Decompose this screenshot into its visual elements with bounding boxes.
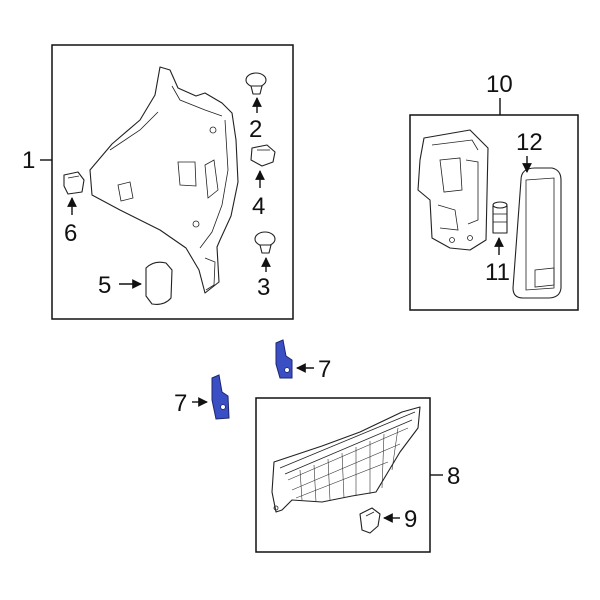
quarter-trim-panel[interactable]: [89, 66, 239, 294]
callout-5[interactable]: 5: [98, 272, 111, 299]
group-1-frame: [40, 44, 294, 320]
callout-12[interactable]: 12: [516, 129, 543, 156]
sill-plate-part-8[interactable]: [271, 406, 421, 513]
callout-7b[interactable]: 7: [174, 390, 187, 417]
clip-part-9[interactable]: [359, 507, 381, 534]
callout-8[interactable]: 8: [447, 463, 460, 490]
lid-part-12[interactable]: [512, 167, 562, 299]
callout-9[interactable]: 9: [404, 506, 417, 533]
callout-6[interactable]: 6: [64, 220, 77, 247]
callout-7a[interactable]: 7: [318, 356, 331, 383]
retainer-part-4[interactable]: [250, 144, 276, 167]
bracket-part-7-lower[interactable]: [211, 374, 230, 420]
cap-part-6[interactable]: [63, 171, 85, 195]
group-10-frame: [409, 98, 579, 311]
clip-part-2[interactable]: [245, 72, 267, 95]
storage-bracket[interactable]: [417, 129, 489, 251]
callout-11[interactable]: 11: [485, 259, 510, 286]
callout-10[interactable]: 10: [486, 71, 513, 98]
callout-2[interactable]: 2: [249, 116, 262, 143]
bracket-part-7-upper[interactable]: [275, 339, 293, 379]
group-8-frame: [255, 397, 443, 553]
cover-part-5[interactable]: [145, 261, 173, 305]
clip-part-3[interactable]: [254, 231, 276, 254]
callout-1[interactable]: 1: [22, 147, 35, 174]
callout-4[interactable]: 4: [252, 193, 265, 220]
bolt-part-11[interactable]: [492, 201, 508, 234]
callout-3[interactable]: 3: [257, 274, 270, 301]
